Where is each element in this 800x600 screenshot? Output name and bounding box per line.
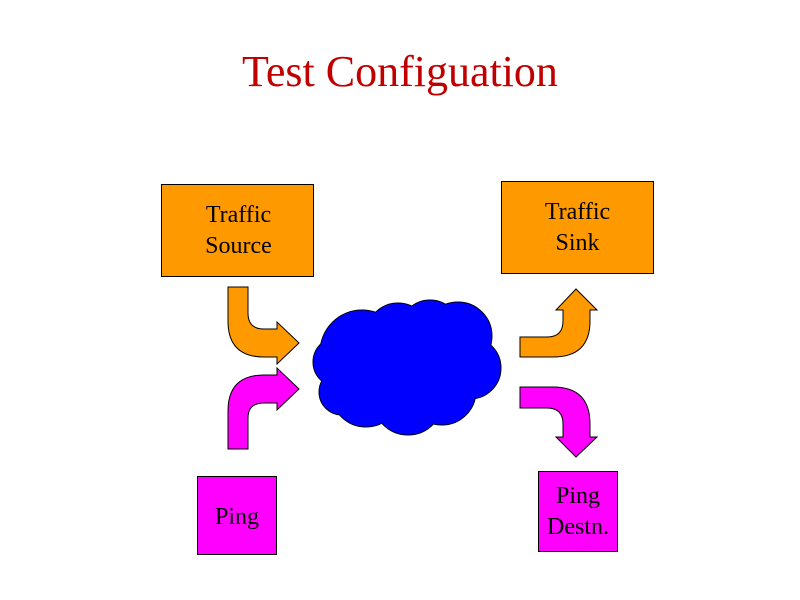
traffic-sink-label-line1: Traffic [544,199,611,225]
ping-to-network-arrow-icon [227,366,300,450]
source-to-network-arrow-icon [227,286,300,366]
traffic-source-box: Traffic Source [161,184,314,277]
ping-destination-label-line2: Destn. [547,513,609,540]
traffic-source-label-line1: Traffic [205,201,272,228]
ping-destination-label-line1: Ping [555,482,600,509]
traffic-source-label-line2: Source [205,232,272,259]
ping-box: Ping [197,476,277,555]
network-cloud-icon [312,299,502,436]
traffic-sink-label-line2: Sink [555,230,600,256]
ping-destination-box: Ping Destn. [538,471,618,552]
traffic-sink-box: Traffic Sink [501,181,654,274]
ping-label: Ping [214,504,259,530]
network-to-sink-arrow-icon [519,288,599,358]
network-to-ping-destination-arrow-icon [519,386,599,458]
slide-title: Test Configuation [242,47,558,96]
